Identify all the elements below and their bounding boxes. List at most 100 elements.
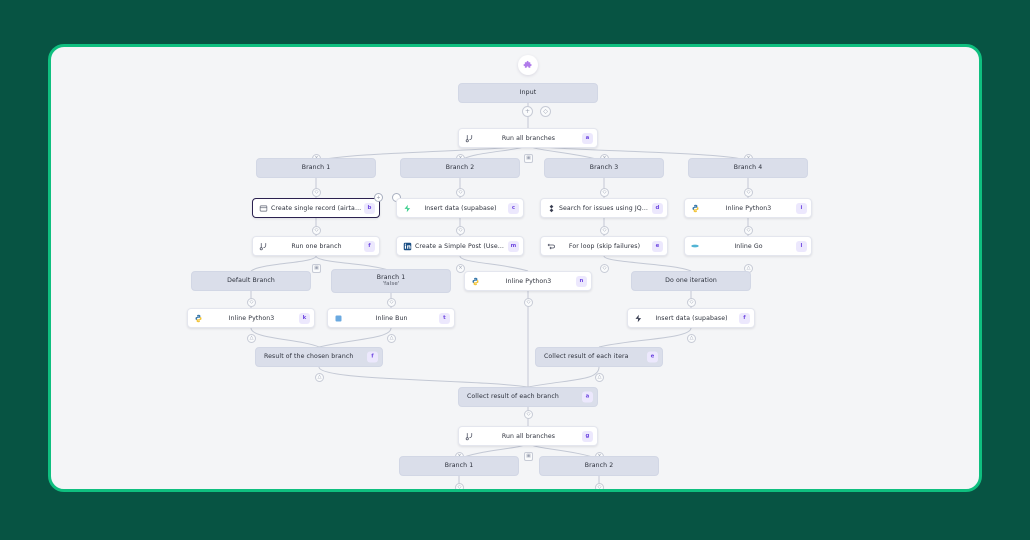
handle-add-bottom-branch[interactable]: ▣ <box>524 452 533 461</box>
node-badge: g <box>582 430 593 442</box>
handle-insert-supabase-2[interactable]: △ <box>687 334 696 343</box>
handle-insert-python-default[interactable]: △ <box>247 334 256 343</box>
handle-insert-collect-iter[interactable]: △ <box>595 373 604 382</box>
handle-insert-r1-c1[interactable]: ◇ <box>312 226 321 235</box>
node-insert-data-supabase-1[interactable]: Insert data (supabase) c <box>396 198 524 218</box>
handle-insert-do-one-iteration[interactable]: ◇ <box>687 298 696 307</box>
node-branch-1[interactable]: Branch 1 <box>256 158 376 178</box>
node-badge: e <box>652 240 663 252</box>
node-result-of-chosen-branch[interactable]: Result of the chosen branch f <box>255 347 383 367</box>
node-label: Collect result of each branch <box>467 393 559 401</box>
node-inline-python3-default[interactable]: Inline Python3 k <box>187 308 315 328</box>
python-icon <box>689 202 701 214</box>
handle-insert-r1-c4[interactable]: ◇ <box>744 226 753 235</box>
node-label: Inline Python3 <box>725 204 772 212</box>
node-label: Run all branches <box>501 134 556 142</box>
node-search-issues-jql-jira[interactable]: Search for issues using JQL (... d <box>540 198 668 218</box>
node-collect-result-of-each-iteration[interactable]: Collect result of each itera e <box>535 347 663 367</box>
node-label: Insert data (supabase) <box>424 204 497 212</box>
node-label: Insert data (supabase) <box>655 314 728 322</box>
node-badge: f <box>364 240 375 252</box>
node-inline-python3-center[interactable]: Inline Python3 n <box>464 271 592 291</box>
branch-all-icon <box>463 430 475 442</box>
node-branch-2[interactable]: Branch 2 <box>400 158 520 178</box>
node-label: Inline Go <box>734 242 763 250</box>
node-label: Default Branch <box>227 277 275 285</box>
node-bottom-branch-1[interactable]: Branch 1 <box>399 456 519 476</box>
airtable-icon <box>257 202 269 214</box>
node-label: Branch 4 <box>733 164 763 172</box>
branch-one-icon <box>257 240 269 252</box>
node-badge: k <box>299 312 310 324</box>
node-default-branch[interactable]: Default Branch <box>191 271 311 291</box>
handle-branch-input[interactable]: ◇ <box>540 106 551 117</box>
node-label: Collect result of each itera <box>544 353 629 361</box>
node-badge: b <box>364 202 375 214</box>
node-branch-4[interactable]: Branch 4 <box>688 158 808 178</box>
handle-insert-branch-3[interactable]: ◇ <box>600 188 609 197</box>
node-badge: i <box>796 202 807 214</box>
handle-insert-r1-c2[interactable]: ◇ <box>456 226 465 235</box>
node-label: Run all branches <box>501 432 556 440</box>
node-label: Branch 1 <box>301 164 331 172</box>
handle-insert-python-center[interactable]: ◇ <box>524 298 533 307</box>
node-collect-result-of-each-branch[interactable]: Collect result of each branch a <box>458 387 598 407</box>
node-for-loop-skip-failures[interactable]: For loop (skip failures) e <box>540 236 668 256</box>
node-label: Branch 2 <box>584 462 614 470</box>
handle-insert-bottom-branch-2[interactable]: ◇ <box>595 483 604 489</box>
selection-handle-left[interactable]: + <box>374 193 383 202</box>
node-label: Branch 2 <box>445 164 475 172</box>
node-run-all-branches-bottom[interactable]: Run all branches g <box>458 426 598 446</box>
handle-insert-branch-2[interactable]: ◇ <box>456 188 465 197</box>
node-inline-go[interactable]: Inline Go l <box>684 236 812 256</box>
go-icon <box>689 240 701 252</box>
node-label: Result of the chosen branch <box>264 353 354 361</box>
handle-insert-branch-1[interactable]: ◇ <box>312 188 321 197</box>
node-run-one-branch[interactable]: Run one branch f <box>252 236 380 256</box>
node-badge: e <box>647 351 658 363</box>
node-sublabel: 'false' <box>382 281 400 288</box>
node-bottom-branch-2[interactable]: Branch 2 <box>539 456 659 476</box>
node-label: Branch 3 <box>589 164 619 172</box>
handle-insert-default-branch[interactable]: ◇ <box>247 298 256 307</box>
handle-insert-collect-branch[interactable]: ◇ <box>524 410 533 419</box>
handle-insert-bottom-branch-1[interactable]: ◇ <box>455 483 464 489</box>
handle-add-below-input[interactable]: + <box>522 106 533 117</box>
node-inline-bun[interactable]: Inline Bun t <box>327 308 455 328</box>
node-run-all-branches-top[interactable]: Run all branches a <box>458 128 598 148</box>
handle-insert-r2-c2[interactable]: × <box>456 264 465 273</box>
node-input[interactable]: Input <box>458 83 598 103</box>
jira-icon <box>545 202 557 214</box>
python-icon <box>192 312 204 324</box>
node-label: Run one branch <box>291 242 342 250</box>
node-label: Input <box>519 89 537 97</box>
node-branch-1-false[interactable]: Branch 1 'false' <box>331 269 451 293</box>
handle-insert-r2-c3[interactable]: ◇ <box>600 264 609 273</box>
node-do-one-iteration[interactable]: Do one iteration <box>631 271 751 291</box>
handle-insert-bun[interactable]: △ <box>387 334 396 343</box>
node-inline-python3-branch4[interactable]: Inline Python3 i <box>684 198 812 218</box>
node-create-simple-post-linkedin[interactable]: Create a Simple Post (User) (... m <box>396 236 524 256</box>
node-branch-3[interactable]: Branch 3 <box>544 158 664 178</box>
node-label: Branch 1 <box>444 462 474 470</box>
handle-insert-result-chosen[interactable]: △ <box>315 373 324 382</box>
node-badge: a <box>582 132 593 144</box>
node-create-single-record-airtable[interactable]: Create single record (airtable) b <box>252 198 380 218</box>
node-badge: a <box>582 391 593 403</box>
branch-all-icon <box>463 132 475 144</box>
handle-add-branch[interactable]: ▣ <box>524 154 533 163</box>
workflow-canvas[interactable]: Input + ◇ Run all branches a × × <box>51 47 979 489</box>
handle-add-branch-run-one[interactable]: ▣ <box>312 264 321 273</box>
handle-insert-r1-c3[interactable]: ◇ <box>600 226 609 235</box>
handle-insert-branch-4[interactable]: ◇ <box>744 188 753 197</box>
node-badge: l <box>796 240 807 252</box>
handle-insert-branch-1-false[interactable]: ◇ <box>387 298 396 307</box>
loop-icon <box>545 240 557 252</box>
node-insert-data-supabase-2[interactable]: Insert data (supabase) f <box>627 308 755 328</box>
node-label: Inline Bun <box>375 314 408 322</box>
node-label: Create a Simple Post (User) (... <box>415 242 508 250</box>
workflow-window: Input + ◇ Run all branches a × × <box>48 44 982 492</box>
node-label: For loop (skip failures) <box>568 242 641 250</box>
puzzle-piece-icon <box>518 55 538 75</box>
